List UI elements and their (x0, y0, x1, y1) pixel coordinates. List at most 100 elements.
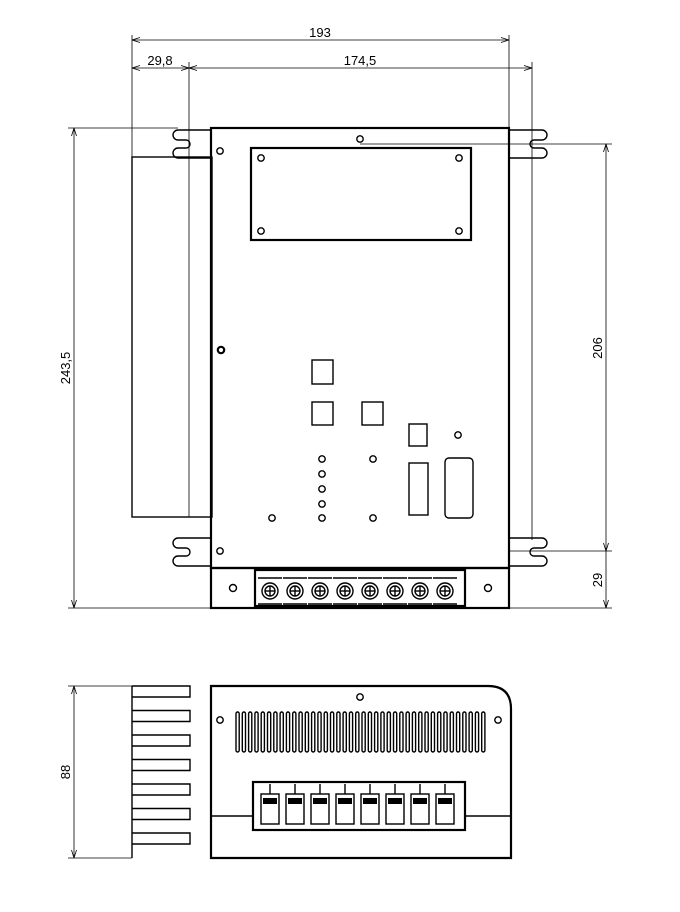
terminal-screw (333, 577, 357, 605)
component-hole (369, 455, 377, 463)
vent-slot (367, 711, 373, 753)
terminal-screw (433, 577, 457, 605)
heatsink-fin (132, 734, 191, 747)
vent-slot (386, 711, 392, 753)
mounting-bracket-bottom-left (172, 537, 211, 567)
front-terminals (258, 577, 457, 605)
terminal-clamp (310, 784, 330, 825)
vent-slot (298, 711, 303, 753)
side-hole-left (216, 716, 224, 724)
heatsink-fin (132, 758, 191, 772)
front-view (131, 126, 548, 610)
dim-overall-width: 193 (309, 25, 331, 40)
component-hole (454, 431, 462, 439)
mounting-bracket-top-left (172, 129, 211, 159)
dim-overall-height: 243,5 (58, 352, 73, 385)
component-square (311, 401, 334, 426)
component-square (361, 401, 384, 426)
mounting-bracket-bottom-right (509, 537, 548, 567)
front-main-plate (209, 126, 511, 570)
dim-mount-height: 206 (590, 337, 605, 359)
side-view (131, 684, 513, 860)
vent-slot (310, 711, 316, 753)
dim-body-width: 174,5 (344, 53, 377, 68)
vent-slot (336, 711, 341, 753)
side-terminals (260, 784, 455, 825)
side-hole-top (356, 693, 364, 701)
vent-slot (329, 711, 335, 753)
vent-slot (468, 711, 474, 753)
vent-slot (317, 711, 322, 753)
terminal-block (209, 566, 511, 610)
vent-slot (348, 711, 354, 753)
vent-slot (260, 711, 266, 753)
component-hole (369, 514, 377, 522)
heatsink-fin (132, 783, 191, 796)
terminal-block-screw (483, 583, 493, 593)
component-hole (268, 514, 276, 522)
front-hole-top (356, 135, 364, 143)
front-hole-left-bottom (216, 547, 224, 555)
terminal-strip (253, 568, 467, 608)
vent-slot (436, 711, 442, 753)
vent-slot (355, 711, 360, 753)
terminal-clamp (410, 784, 430, 825)
terminal-screw (308, 577, 332, 605)
vent-slot (380, 711, 385, 753)
terminal-clamp (335, 784, 355, 825)
slot-component (444, 457, 474, 519)
vent-slot (462, 711, 467, 753)
heatsink-fin (132, 832, 191, 845)
display-screw (455, 227, 463, 235)
vent-slot (405, 711, 411, 753)
side-body (209, 684, 513, 860)
side-terminal-block (251, 780, 467, 832)
led-indicator (318, 514, 326, 522)
vent-slot (304, 711, 310, 753)
vent-slot (418, 711, 423, 753)
front-heatsink (131, 156, 213, 518)
component-square (311, 359, 334, 385)
side-hole-right (494, 716, 502, 724)
dim-terminal-block-height: 29 (590, 573, 605, 587)
slot-component (408, 462, 429, 516)
terminal-block-screw (228, 583, 238, 593)
vent-slot (411, 711, 417, 753)
heatsink-fin (132, 807, 191, 821)
terminal-screw (258, 577, 282, 605)
front-hole-left-top (216, 147, 224, 155)
terminal-screw (408, 577, 432, 605)
vent-slot (235, 711, 240, 753)
vent-slot (399, 711, 404, 753)
vent-slot (247, 711, 253, 753)
vent-slot (241, 711, 247, 753)
dim-side-height: 88 (58, 765, 73, 779)
terminal-clamp (435, 784, 455, 825)
terminal-clamp (385, 784, 405, 825)
vent-slot (361, 711, 366, 753)
vent-slot (392, 711, 398, 753)
led-indicator (318, 485, 326, 493)
side-vent-slots (235, 711, 486, 753)
led-indicator (318, 500, 326, 508)
vent-slot (430, 711, 436, 753)
vent-slot (279, 711, 285, 753)
display-screw (257, 227, 265, 235)
vent-slot (455, 711, 461, 753)
heatsink-fin (132, 709, 191, 723)
vent-slot (266, 711, 272, 753)
vent-slot (481, 711, 486, 753)
vent-slot (424, 711, 429, 753)
vent-slot (323, 711, 329, 753)
display-screw (257, 154, 265, 162)
terminal-screw (358, 577, 382, 605)
vent-slot (449, 711, 455, 753)
terminal-clamp (260, 784, 280, 825)
vent-slot (254, 711, 259, 753)
terminal-screw (283, 577, 307, 605)
vent-slot (342, 711, 348, 753)
heatsink-fin (132, 685, 191, 698)
vent-slot (285, 711, 291, 753)
vent-slot (373, 711, 379, 753)
